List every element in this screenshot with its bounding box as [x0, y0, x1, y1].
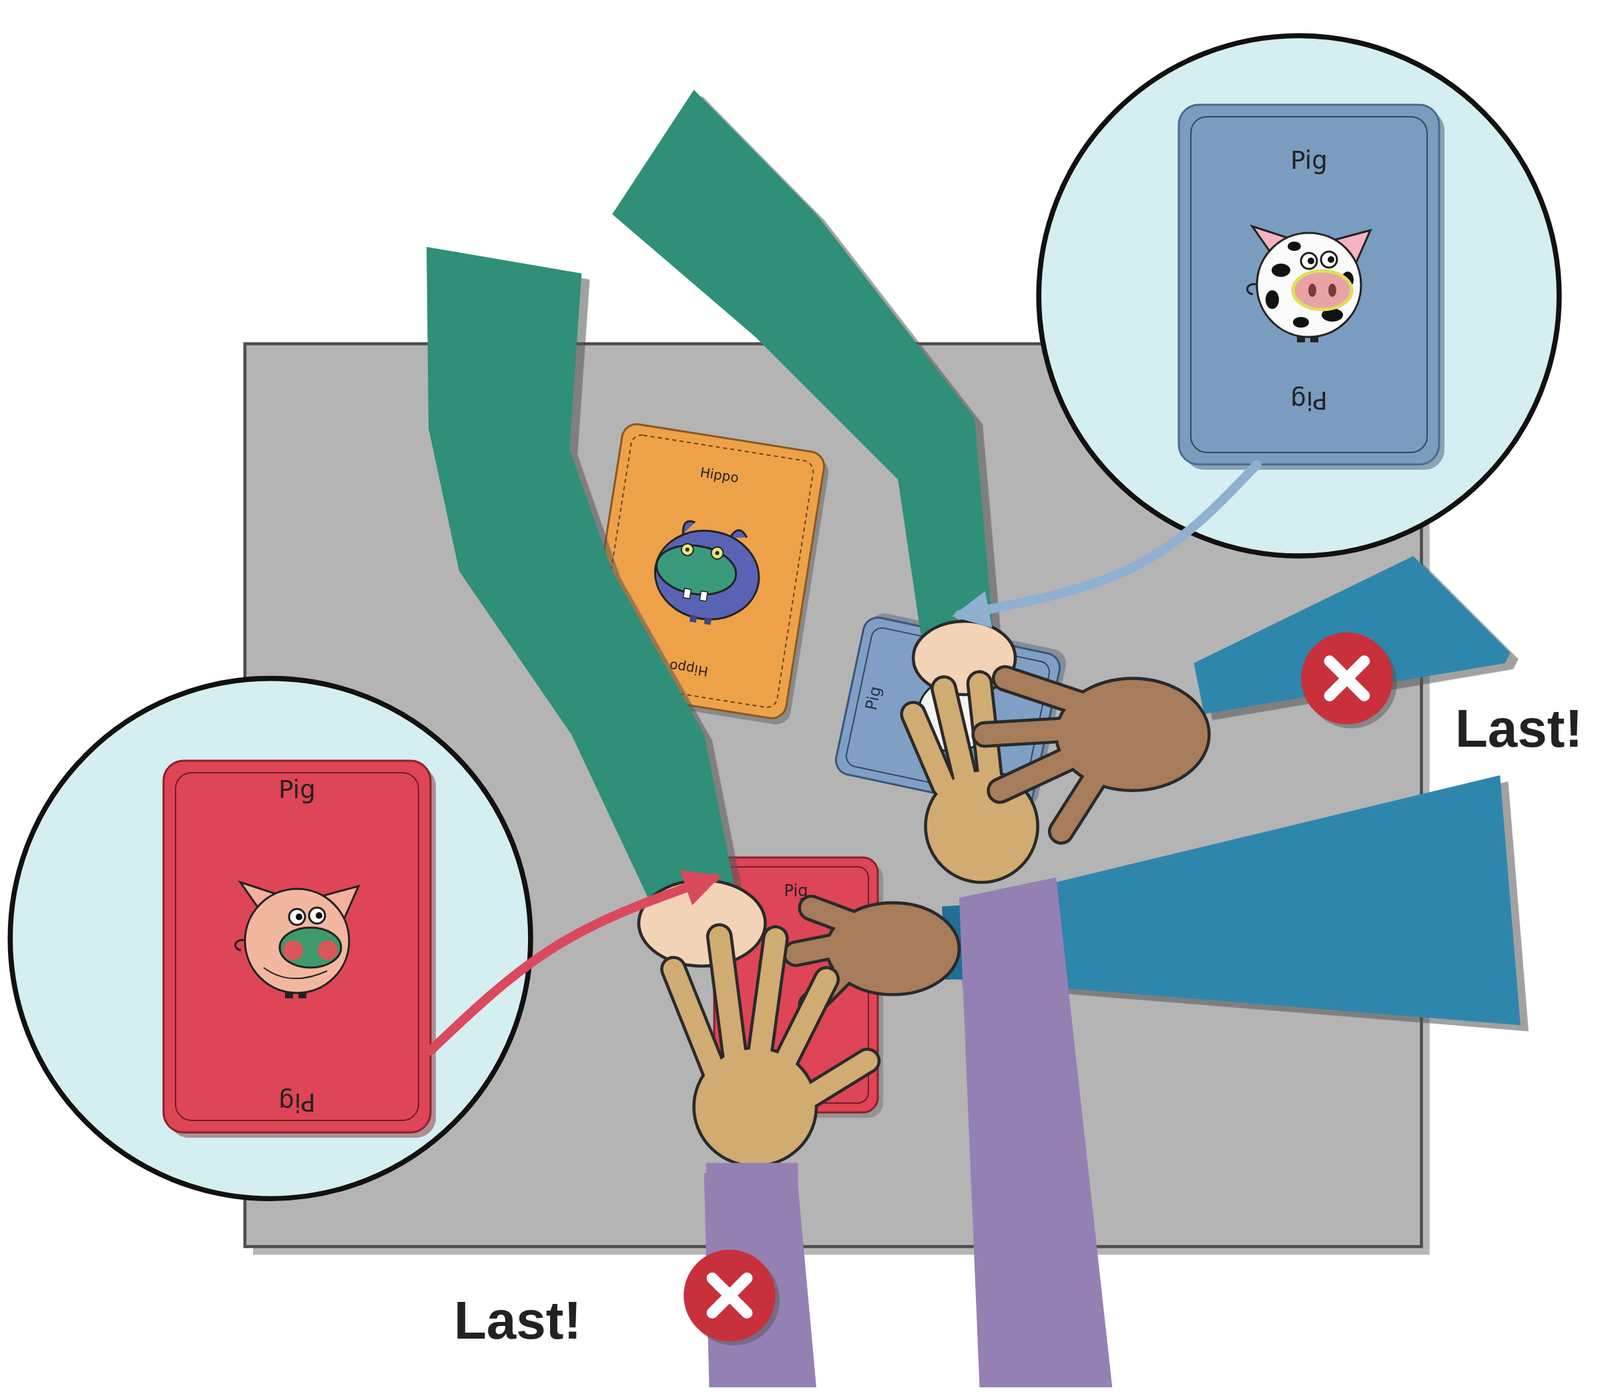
card-word: Pig [163, 775, 431, 806]
card-word: Pig [847, 618, 900, 779]
pointer-arrow [430, 878, 715, 1052]
card-word: Pig [163, 1087, 431, 1117]
pointer-arrow [959, 464, 1257, 615]
animal-card: PigPig [1178, 104, 1440, 465]
animal-card: PigPig [163, 760, 431, 1133]
card-word: Pig [714, 881, 878, 902]
card-word: Hippo [617, 451, 822, 500]
result-label: Last! [453, 1291, 582, 1351]
animal-card: HippoHippo [582, 422, 826, 721]
animal-card: Pig [833, 614, 1062, 814]
card-word: Pig [1178, 146, 1440, 176]
card-word: Pig [1178, 385, 1440, 415]
animal-card: Pig [714, 857, 878, 1113]
card-word: Hippo [586, 644, 791, 693]
result-label: Last! [1455, 699, 1583, 759]
